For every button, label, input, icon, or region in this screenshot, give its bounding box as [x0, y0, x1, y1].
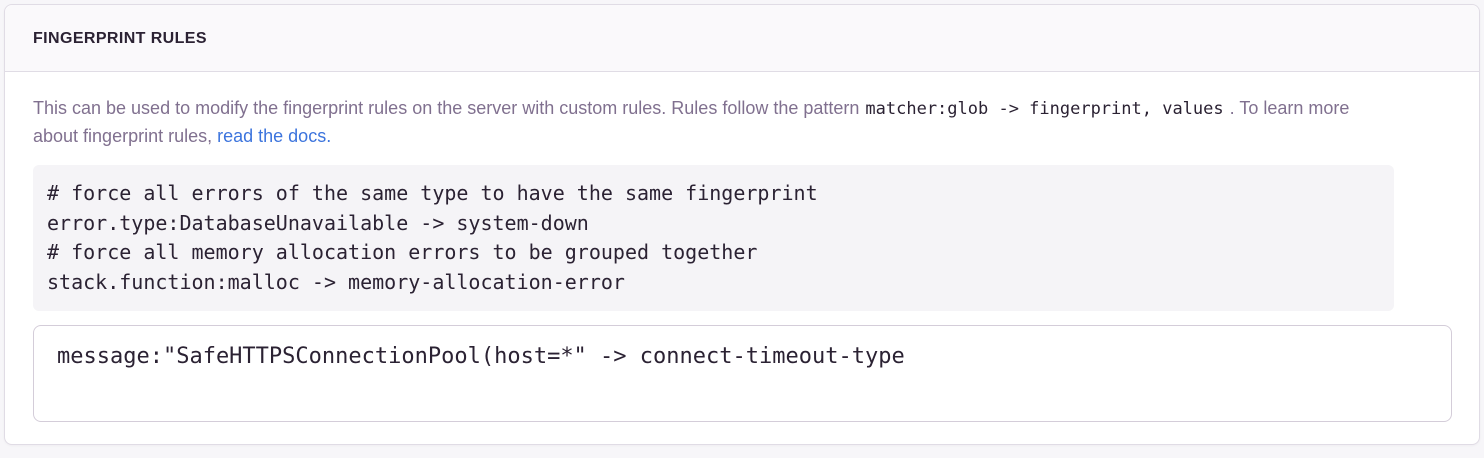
fingerprint-rules-panel: FINGERPRINT RULES This can be used to mo…: [4, 4, 1480, 445]
read-the-docs-link[interactable]: read the docs: [217, 126, 327, 146]
fingerprint-rules-input[interactable]: message:"SafeHTTPSConnectionPool(host=*"…: [33, 325, 1452, 422]
panel-header: FINGERPRINT RULES: [5, 5, 1479, 72]
description-text-middle: . To learn more about fingerprint rules,: [33, 98, 1350, 146]
description-text-after: .: [326, 126, 332, 146]
description-text-before: This can be used to modify the fingerpri…: [33, 98, 860, 118]
panel-body: This can be used to modify the fingerpri…: [5, 72, 1479, 444]
fingerprint-rules-example: # force all errors of the same type to h…: [33, 165, 1394, 311]
panel-title: FINGERPRINT RULES: [33, 30, 207, 47]
pattern-inline-code: matcher:glob -> fingerprint, values: [865, 99, 1224, 119]
field-description: This can be used to modify the fingerpri…: [33, 95, 1363, 150]
